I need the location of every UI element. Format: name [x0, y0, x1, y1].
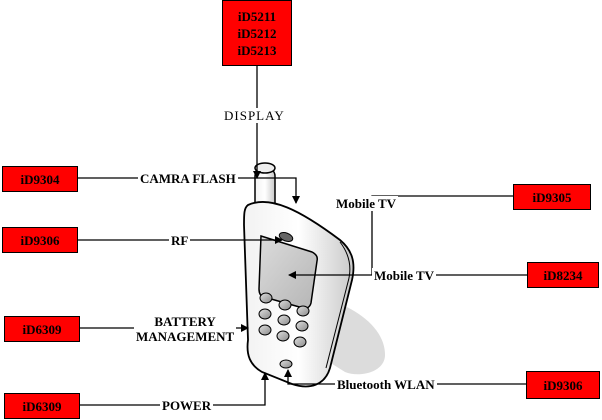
camera-flash-label: CAMRA FLASH [138, 171, 238, 186]
power-id-box: iD6309 [4, 393, 80, 419]
battery-label-line1: BATTERY [154, 314, 216, 329]
display-label: DISPLAY [222, 108, 287, 123]
camera-flash-id-box: iD9304 [2, 166, 78, 192]
power-label: POWER [160, 398, 214, 413]
rf-id-box: iD9306 [2, 227, 78, 253]
display-id-3: iD5213 [237, 42, 277, 58]
keypad [258, 292, 310, 369]
display-id-box: iD5211 iD5212 iD5213 [222, 0, 292, 66]
rf-label: RF [169, 233, 191, 248]
mobile-tv-top-id-box: iD9305 [513, 184, 591, 210]
mobile-tv-label: Mobile TV [372, 268, 437, 283]
display-id-2: iD5212 [237, 25, 277, 41]
power-connector [80, 372, 269, 406]
mobile-tv-id-box: iD8234 [527, 262, 599, 288]
bluetooth-connector [284, 369, 526, 385]
battery-id-box: iD6309 [4, 316, 80, 342]
mobile-tv-top-label: Mobile TV [334, 196, 399, 211]
display-id-1: iD5211 [237, 8, 277, 24]
battery-label: BATTERY MANAGEMENT [134, 314, 237, 344]
bluetooth-id-box: iD9306 [526, 371, 600, 399]
battery-label-line2: MANAGEMENT [136, 329, 235, 344]
bluetooth-label: Bluetooth WLAN [335, 377, 437, 392]
